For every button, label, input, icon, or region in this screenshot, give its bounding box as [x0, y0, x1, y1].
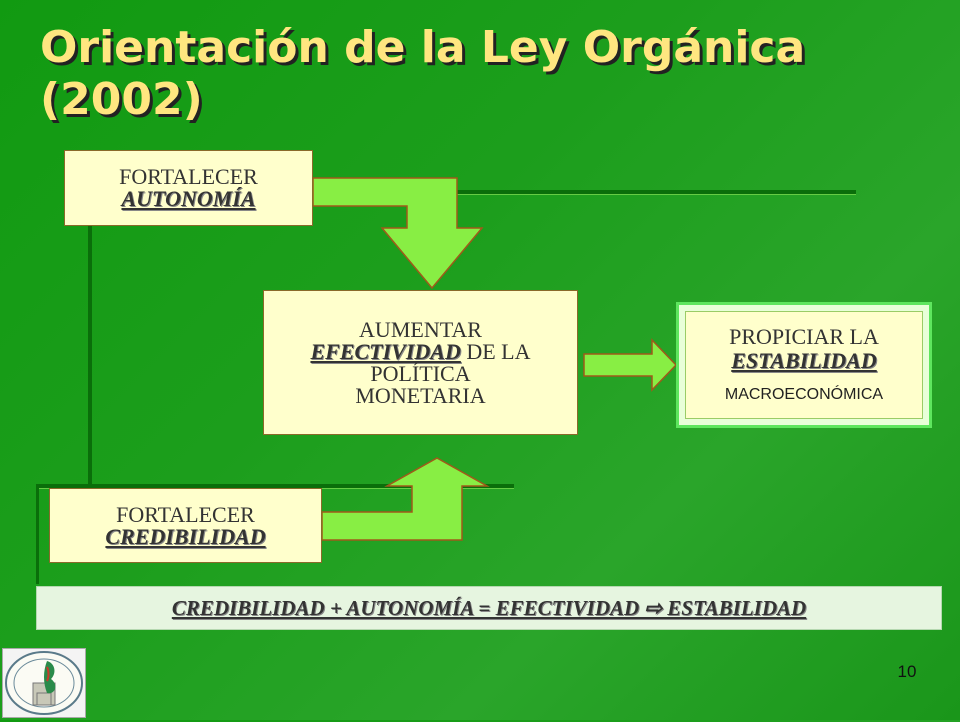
frame-line-bottom: [36, 484, 514, 488]
frame-line-top-light: [310, 194, 856, 195]
box-fortalecer-autonomia: FORTALECER AUTONOMÍA: [64, 150, 313, 226]
box-efectividad-line4: MONETARIA: [355, 382, 486, 408]
frame-line-top: [310, 190, 856, 194]
box-efectividad-line2: EFECTIVIDAD DE LA: [310, 338, 531, 364]
box-efectividad-line1: AUMENTAR: [359, 316, 482, 342]
arrow-autonomia-to-efectividad: [312, 177, 484, 290]
equation-bar: CREDIBILIDAD + AUTONOMÍA = EFECTIVIDAD ⇨…: [36, 586, 942, 630]
box-fortalecer-credibilidad: FORTALECER CREDIBILIDAD: [49, 488, 322, 563]
box-autonomia-emphasis: AUTONOMÍA: [121, 186, 256, 211]
box-estabilidad-emphasis: ESTABILIDAD: [731, 348, 877, 373]
box-credibilidad-emphasis: CREDIBILIDAD: [105, 523, 266, 549]
box-efectividad-line3: POLÍTICA: [370, 360, 471, 386]
box-efectividad-emphasis: EFECTIVIDAD: [310, 338, 461, 364]
box-propiciar-estabilidad: PROPICIAR LA ESTABILIDAD MACROECONÓMICA: [676, 302, 932, 428]
page-number: 10: [897, 662, 917, 681]
seal-graphic: [5, 651, 83, 715]
arrow-credibilidad-to-efectividad: [321, 457, 490, 541]
slide-title: Orientación de la Ley Orgánica (2002): [40, 22, 806, 125]
box-estabilidad-line1: PROPICIAR LA: [729, 324, 879, 349]
box-efectividad-after: DE LA: [460, 338, 531, 364]
box-estabilidad-inner: PROPICIAR LA ESTABILIDAD MACROECONÓMICA: [685, 311, 923, 419]
frame-line-left-lower: [36, 488, 39, 584]
banco-de-guatemala-seal-icon: [2, 648, 86, 718]
box-estabilidad-line3: MACROECONÓMICA: [724, 386, 884, 403]
box-credibilidad-line1: FORTALECER: [116, 501, 255, 527]
box-autonomia-line1: FORTALECER: [119, 164, 258, 189]
arrow-efectividad-to-estabilidad: [583, 338, 678, 392]
box-aumentar-efectividad: AUMENTAR EFECTIVIDAD DE LA POLÍTICA MONE…: [263, 290, 578, 435]
frame-line-left: [88, 226, 92, 488]
